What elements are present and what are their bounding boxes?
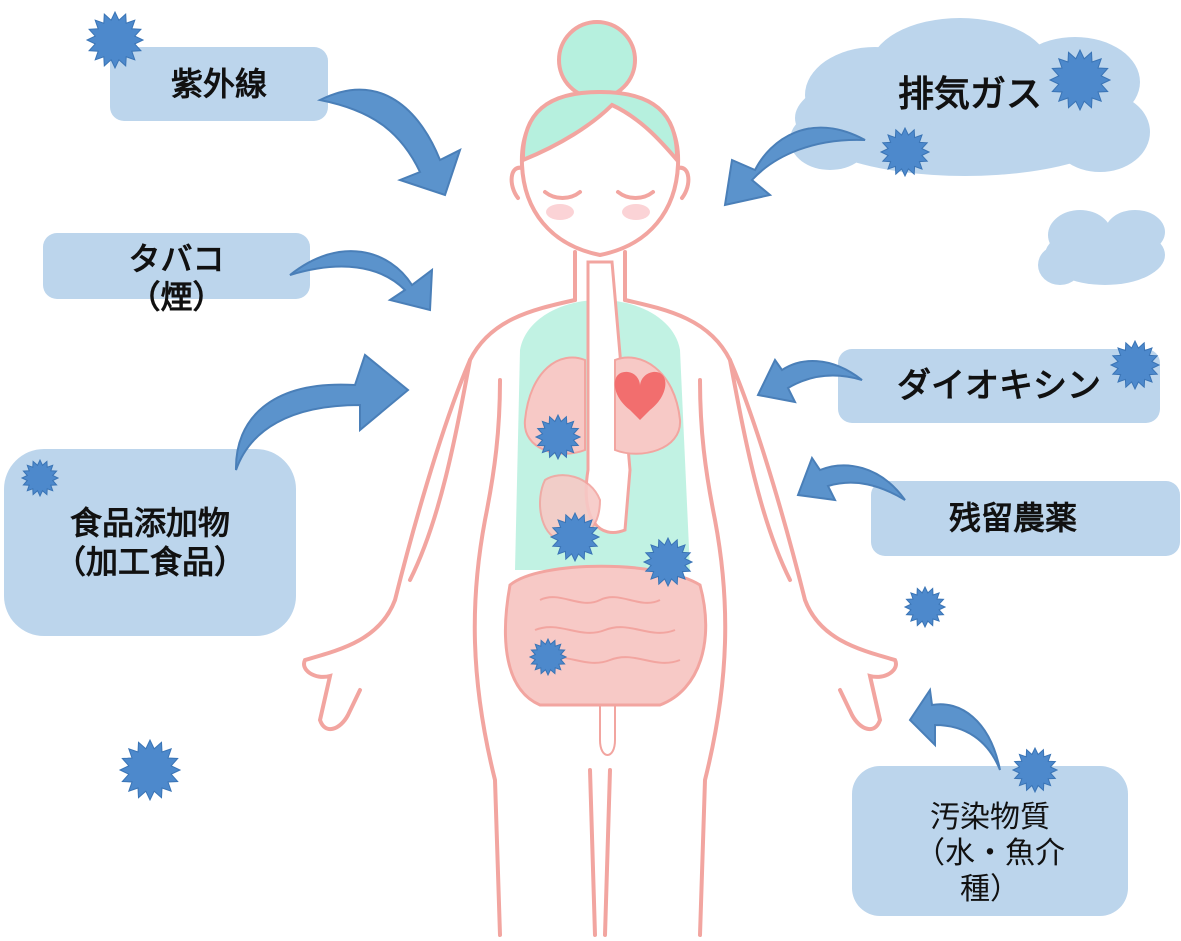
virus-icon — [1011, 746, 1059, 794]
heart-icon — [614, 371, 666, 420]
arrow-icon — [316, 88, 462, 197]
exhaust-label: 排気ガス — [897, 74, 1042, 116]
virus-icon — [903, 585, 947, 629]
arrow-icon — [908, 687, 1001, 771]
arrow-icon — [756, 358, 863, 404]
virus-icon — [118, 738, 182, 802]
tobacco-box — [43, 233, 310, 299]
small-cloud-icon — [1038, 210, 1165, 285]
dioxin-label: ダイオキシン — [897, 365, 1101, 406]
uv-box — [110, 47, 328, 121]
pesticide-box — [871, 481, 1180, 556]
pesticide-label: 残留農薬 — [949, 499, 1078, 538]
virus-layer — [20, 10, 1161, 802]
arrow-icon — [234, 353, 410, 471]
virus-icon — [1048, 48, 1112, 112]
intestines — [503, 564, 708, 707]
right-cheek — [622, 204, 650, 220]
left-cheek — [546, 204, 574, 220]
virus-icon — [534, 413, 582, 461]
esophagus — [584, 260, 632, 534]
additive-label: 食品添加物 （加工食品） — [53, 504, 246, 581]
dioxin-box — [838, 349, 1160, 423]
virus-icon — [549, 511, 601, 563]
virus-icon — [1109, 339, 1161, 391]
virus-icon — [642, 536, 694, 588]
virus-icon — [20, 458, 60, 498]
arrow-icon — [289, 250, 434, 312]
virus-icon — [85, 10, 145, 70]
arrow-icon — [796, 455, 906, 502]
arrow-icon — [723, 126, 866, 207]
virus-icon — [879, 126, 931, 178]
virus-icon — [528, 637, 568, 677]
pollutant-label: 汚染物質 （水・魚介 種） — [915, 800, 1065, 907]
uv-label: 紫外線 — [170, 64, 267, 103]
tobacco-label: タバコ （煙） — [128, 240, 225, 317]
pollutant-box — [852, 766, 1128, 916]
